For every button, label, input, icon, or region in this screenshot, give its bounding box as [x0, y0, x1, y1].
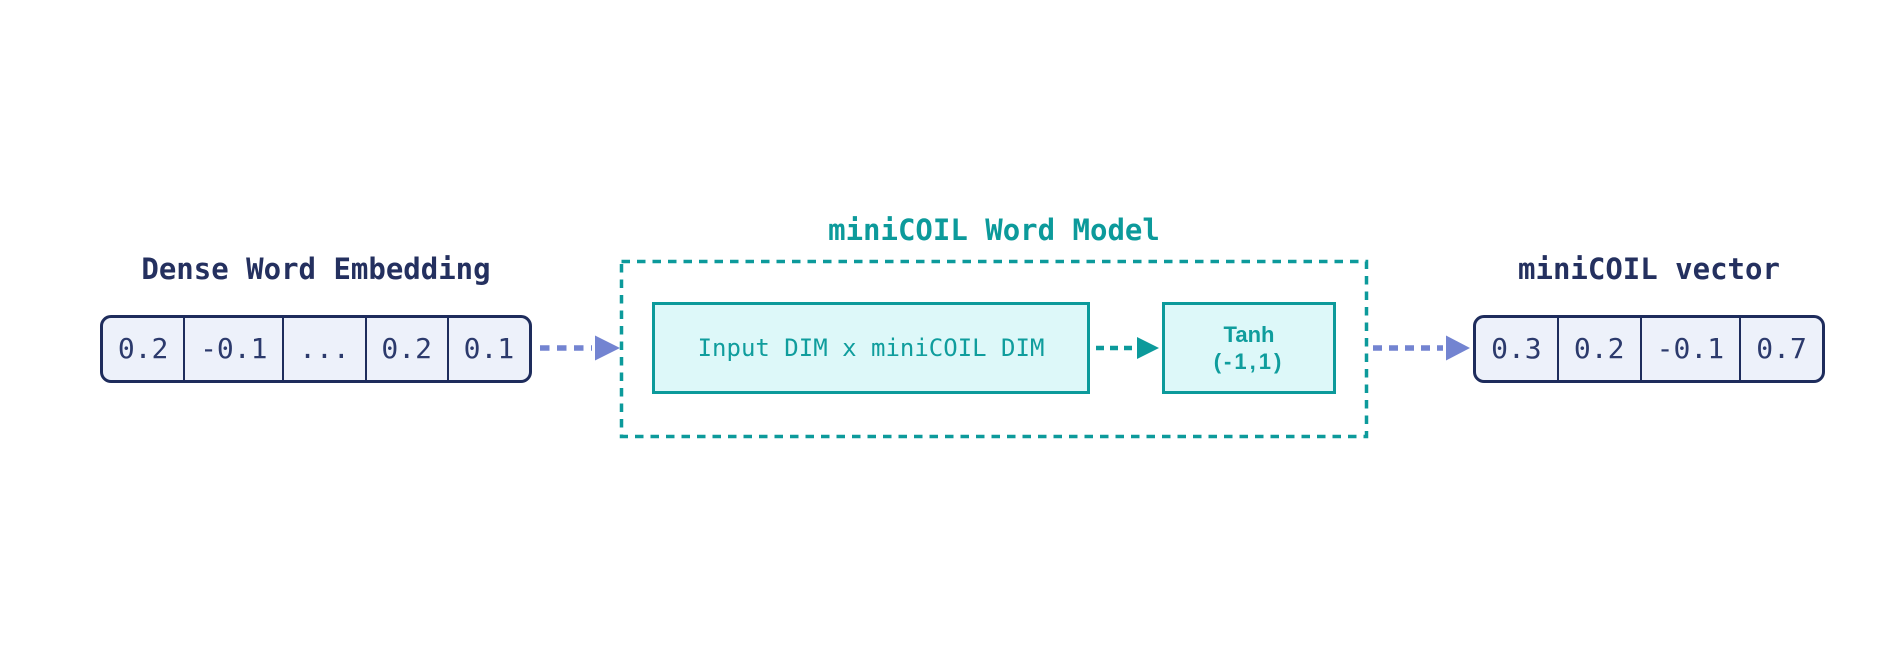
minicoil-vector: 0.3 0.2 -0.1 0.7 [1473, 315, 1825, 383]
minicoil-vector-title: miniCOIL vector [1518, 252, 1780, 286]
vector-cell: 0.2 [364, 318, 447, 380]
vector-cell: 0.7 [1739, 318, 1822, 380]
tanh-box: Tanh (-1,1) [1162, 302, 1336, 394]
vector-cell: 0.2 [1556, 318, 1640, 380]
vector-cell-ellipsis: ... [282, 318, 364, 380]
arrow-matrix-to-tanh-head [1137, 337, 1159, 359]
dense-embedding-vector: 0.2 -0.1 ... 0.2 0.1 [100, 315, 532, 383]
vector-cell: 0.3 [1491, 332, 1542, 365]
tanh-box-label: Tanh [1223, 322, 1275, 347]
arrow-model-to-vector-head [1446, 335, 1470, 361]
matrix-box: Input DIM x miniCOIL DIM [652, 302, 1090, 394]
dense-embedding-title: Dense Word Embedding [141, 252, 491, 286]
vector-cell: 0.2 [117, 332, 169, 365]
arrow-dense-to-model-head [595, 335, 620, 361]
matrix-box-label: Input DIM x miniCOIL DIM [697, 334, 1045, 362]
model-title: miniCOIL Word Model [828, 213, 1160, 247]
tanh-box-range: (-1,1) [1213, 349, 1285, 374]
vector-cell: -0.1 [1639, 318, 1740, 380]
vector-cell: 0.1 [446, 318, 529, 380]
vector-cell: -0.1 [183, 318, 282, 380]
